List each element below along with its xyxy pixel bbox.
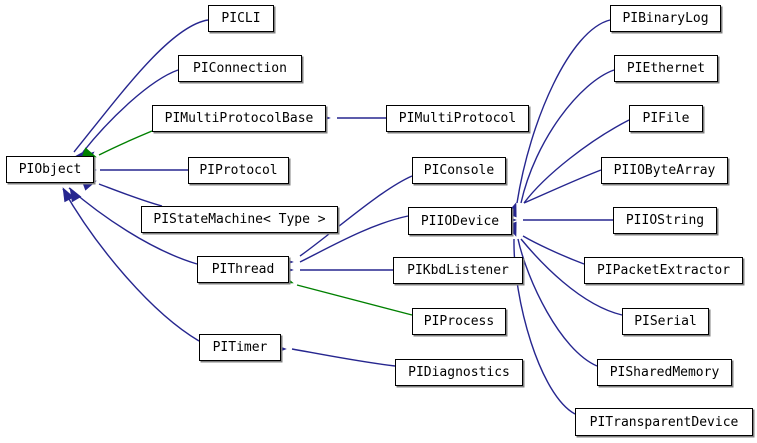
edge-pimultiprotocolbase-to-piobject bbox=[98, 130, 153, 156]
class-node-label: PIConnection bbox=[193, 61, 287, 76]
class-node-pimultiprotocolbase[interactable]: PIMultiProtocolBase bbox=[152, 105, 326, 132]
class-node-pipacketextractor[interactable]: PIPacketExtractor bbox=[584, 257, 743, 284]
class-node-pifile[interactable]: PIFile bbox=[629, 105, 703, 132]
class-node-pisharedmemory[interactable]: PISharedMemory bbox=[597, 359, 732, 386]
class-node-piconsole[interactable]: PIConsole bbox=[412, 157, 506, 184]
arrowhead-piobject bbox=[62, 187, 75, 203]
edge-pibinarylog-to-piiodevice bbox=[516, 19, 611, 204]
edge-pidiagnostics-to-pitimer bbox=[291, 348, 396, 367]
class-node-pidiagnostics[interactable]: PIDiagnostics bbox=[395, 359, 523, 386]
class-node-label: PIProtocol bbox=[199, 163, 278, 178]
class-node-pistatemachine[interactable]: PIStateMachine< Type > bbox=[141, 206, 338, 233]
class-node-label: PITransparentDevice bbox=[589, 414, 739, 430]
edge-pistatemachine-to-piobject bbox=[98, 183, 163, 207]
edge-pipacketextractor-to-piiodevice bbox=[522, 235, 585, 265]
edge-piiodevice-to-pithread bbox=[299, 215, 409, 263]
class-node-label: PIObject bbox=[18, 162, 82, 177]
class-node-label: PIPacketExtractor bbox=[596, 263, 731, 278]
class-node-pitimer[interactable]: PITimer bbox=[199, 334, 281, 361]
edge-pisharedmemory-to-piiodevice bbox=[517, 238, 598, 367]
class-node-label: PIIOString bbox=[625, 213, 705, 228]
class-node-piiobytearray[interactable]: PIIOByteArray bbox=[601, 157, 728, 184]
edge-pithread-to-piobject bbox=[68, 187, 198, 265]
class-node-pibinarylog[interactable]: PIBinaryLog bbox=[610, 5, 721, 32]
class-node-piserial[interactable]: PISerial bbox=[622, 308, 709, 335]
class-node-picli[interactable]: PICLI bbox=[208, 5, 274, 32]
class-node-label: PISharedMemory bbox=[609, 365, 720, 380]
edge-pifile-to-piiodevice bbox=[523, 119, 630, 204]
class-node-label: PIKbdListener bbox=[407, 263, 509, 278]
edge-piconsole-to-pithread bbox=[299, 175, 413, 257]
edge-piethernet-to-piiodevice bbox=[520, 69, 615, 204]
edge-piserial-to-piiodevice bbox=[520, 238, 623, 316]
class-node-piiostring[interactable]: PIIOString bbox=[613, 207, 717, 234]
class-node-pimultiprotocol[interactable]: PIMultiProtocol bbox=[386, 105, 529, 132]
class-node-label: PIDiagnostics bbox=[408, 365, 510, 380]
class-node-piiodevice[interactable]: PIIODevice bbox=[408, 207, 512, 235]
class-node-label: PISerial bbox=[634, 314, 697, 329]
class-node-label: PIConsole bbox=[423, 163, 495, 178]
class-node-piprocess[interactable]: PIProcess bbox=[412, 308, 506, 335]
edge-piiobytearray-to-piiodevice bbox=[523, 169, 602, 204]
class-node-label: PIIODevice bbox=[420, 213, 500, 229]
class-node-pithread[interactable]: PIThread bbox=[197, 256, 289, 283]
class-node-pikbdlistener[interactable]: PIKbdListener bbox=[393, 257, 523, 284]
class-node-piconnection[interactable]: PIConnection bbox=[178, 55, 302, 82]
class-node-label: PIThread bbox=[211, 262, 275, 277]
edge-pitimer-to-piobject bbox=[62, 188, 200, 342]
edge-piconnection-to-piobject bbox=[82, 69, 179, 153]
class-node-piethernet[interactable]: PIEthernet bbox=[614, 55, 718, 82]
class-node-label: PIProcess bbox=[423, 314, 495, 329]
class-node-label: PIFile bbox=[642, 111, 690, 126]
class-node-label: PITimer bbox=[212, 340, 268, 355]
class-node-label: PIMultiProtocol bbox=[398, 111, 517, 126]
class-node-label: PIBinaryLog bbox=[622, 11, 709, 26]
class-node-label: PIMultiProtocolBase bbox=[164, 111, 314, 126]
edge-piprocess-to-pithread bbox=[296, 284, 413, 316]
class-node-pitransparentdevice[interactable]: PITransparentDevice bbox=[575, 408, 753, 436]
class-node-label: PIStateMachine< Type > bbox=[153, 212, 326, 227]
class-node-label: PICLI bbox=[221, 11, 261, 26]
class-node-piobject[interactable]: PIObject bbox=[6, 156, 94, 183]
edge-picli-to-piobject bbox=[73, 19, 209, 153]
class-node-piprotocol[interactable]: PIProtocol bbox=[188, 157, 289, 184]
class-node-label: PIEthernet bbox=[626, 61, 706, 76]
class-node-label: PIIOByteArray bbox=[613, 163, 716, 178]
